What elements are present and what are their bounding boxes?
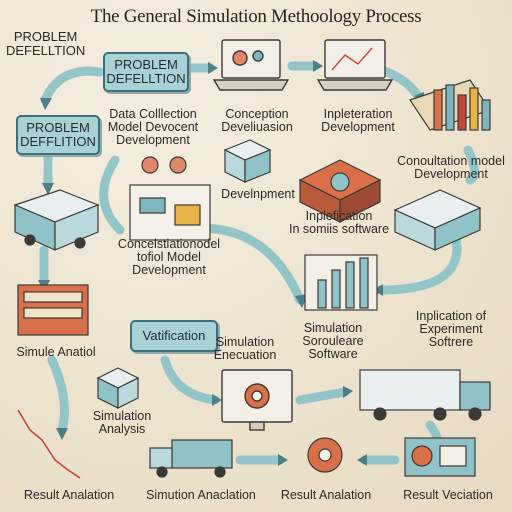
conceptual-model-label: Concelstiationodel tofiol Model Developm… (117, 237, 221, 277)
arrow-monitor-to-truck (295, 387, 350, 405)
file-stack-illustration (393, 189, 482, 251)
cube-cluster-illustration (223, 139, 382, 223)
truck-illustration-left (13, 189, 100, 251)
laptop-illustration (212, 39, 394, 91)
diagram-title: The General Simulation Methoology Proces… (90, 6, 422, 27)
dashboard-panel-illustration (404, 437, 476, 477)
truck-illustration-right (359, 369, 491, 421)
bottom-result-veciation-label: Result Veciation (403, 488, 493, 502)
server-rack-illustration (17, 284, 89, 336)
monitor-illustration (221, 369, 293, 431)
arrow-concept-swirl (195, 223, 305, 305)
arrow-mid-loop (99, 155, 125, 235)
problem-definition-top-label: PROBLEM DEFELLTION (6, 29, 86, 58)
simulation-software-label: Simulation Sorouleare Software (302, 321, 364, 361)
column-chart-illustration (304, 254, 378, 311)
arrow-validation-to-monitor (160, 355, 220, 405)
arrow-problem-to-definition (40, 66, 105, 105)
simulation-enecuation-label: Simulation Enecuation (213, 335, 277, 362)
validation-box: Vatification (130, 320, 218, 352)
development-label: Develnpment (221, 187, 295, 201)
bottom-result-analation-label-2: Result Analation (280, 488, 372, 502)
consultation-label: Conoultation model Development (397, 154, 505, 181)
inplication-label: Inplication of Experiment Softrere (415, 309, 487, 349)
arrow-left-curve (47, 355, 69, 435)
bottom-result-analation-label-1: Result Analation (23, 488, 115, 502)
stacked-cubes-illustration (96, 367, 140, 409)
whiteboard-illustration (129, 156, 211, 241)
bottom-simution-anaclation-label: Simution Anaclation (146, 488, 256, 502)
data-collection-label: Data Colllection Model Devocent Developm… (107, 107, 199, 147)
problem-definition-box-left: PROBLEM DEFFLITION (16, 115, 100, 155)
bar-chart-illustration (409, 79, 491, 131)
inplification-label: Inplefication In somiis software (288, 209, 390, 236)
simulation-analysis-label: Simulation Analysis (92, 409, 152, 436)
gear-icon (307, 437, 343, 473)
conception-label: Conception Develiuasion (221, 107, 293, 134)
implementation-label: Inpleteration Development (321, 107, 395, 134)
simule-analatol-label: Simule Anatiol (16, 345, 96, 359)
problem-definition-box: PROBLEM DEFELLTION (103, 52, 189, 92)
trend-line-illustration (17, 409, 81, 479)
truck-illustration-bottom (149, 439, 233, 478)
arrow-chart-down (463, 145, 479, 185)
